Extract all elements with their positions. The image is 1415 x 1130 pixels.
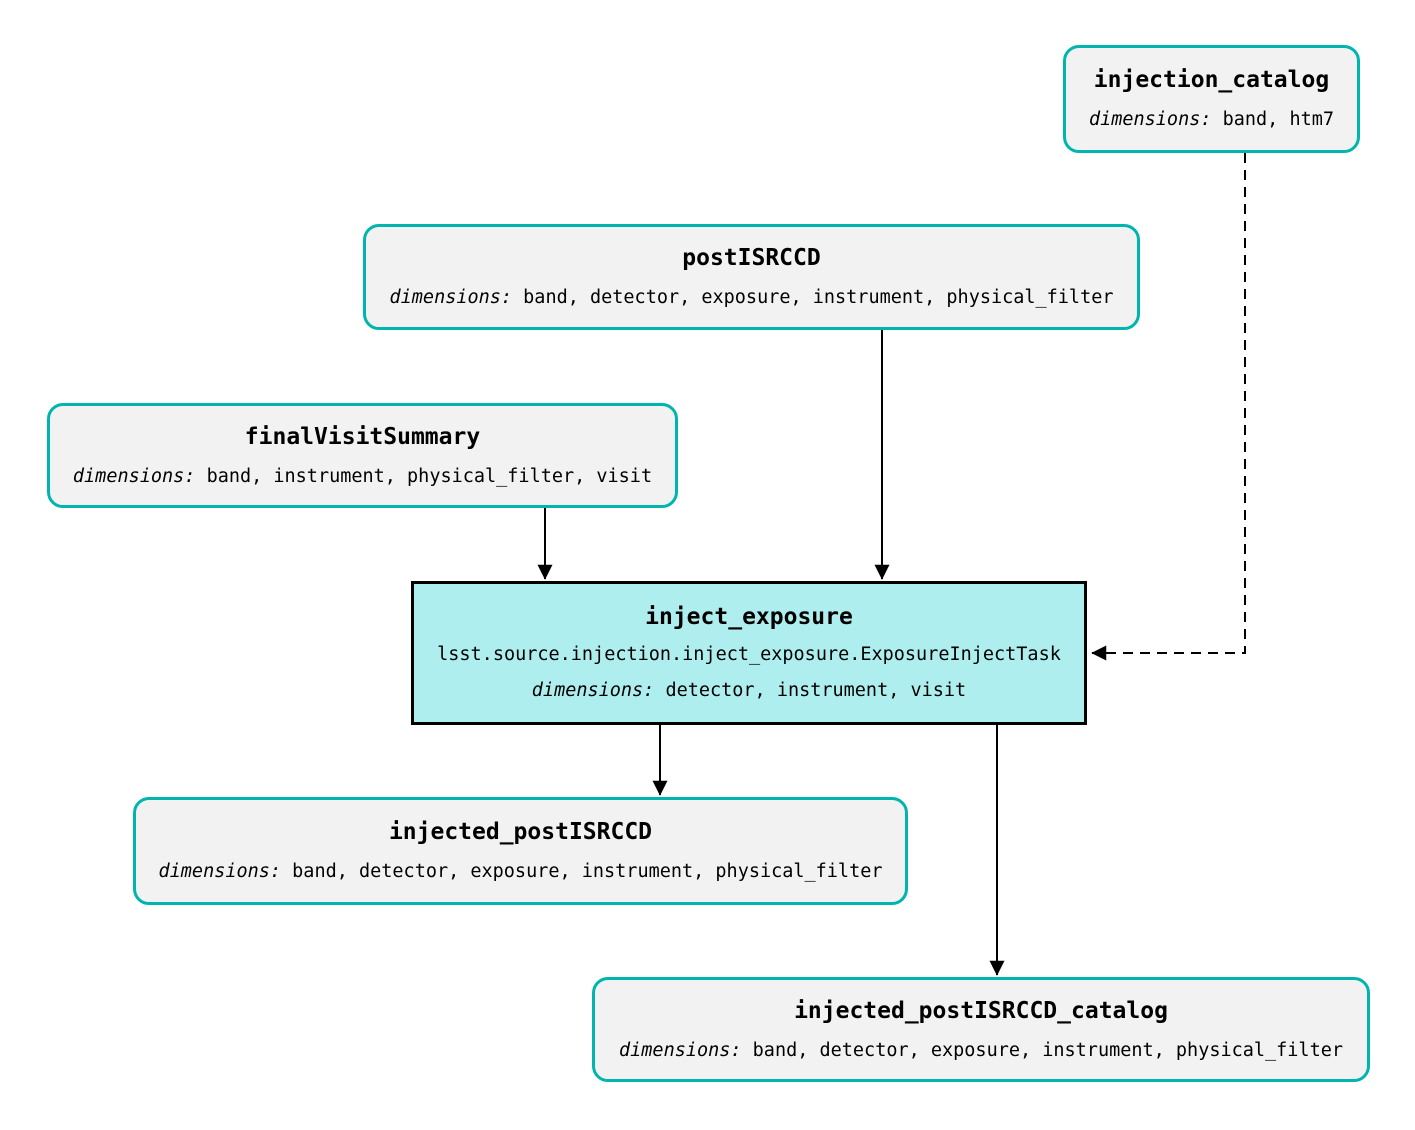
node-title: injection_catalog — [1093, 67, 1330, 93]
node-dimensions: dimensions: band, detector, exposure, ins… — [159, 860, 883, 884]
node-injected-postisrccd-catalog: injected_postISRCCD_catalog dimensions: b… — [592, 977, 1370, 1082]
dimensions-value: detector, instrument, visit — [665, 680, 967, 701]
node-dimensions: dimensions: band, detector, exposure, ins… — [619, 1039, 1343, 1063]
node-dimensions: dimensions: band, detector, exposure, ins… — [390, 286, 1114, 310]
dimensions-label: dimensions: — [158, 861, 282, 882]
node-title: finalVisitSummary — [244, 423, 481, 450]
dimensions-label: dimensions: — [72, 465, 196, 487]
node-title: inject_exposure — [645, 604, 853, 630]
dimensions-label: dimensions: — [1088, 109, 1212, 130]
node-finalvisitsummary: finalVisitSummary dimensions: band, instr… — [47, 403, 678, 508]
dimensions-value: band, htm7 — [1222, 109, 1335, 130]
dimensions-value: band, detector, exposure, instrument, ph… — [292, 861, 883, 882]
dimensions-label: dimensions: — [389, 287, 513, 308]
task-class: lsst.source.injection.inject_exposure.Ex… — [437, 644, 1061, 665]
node-injection-catalog: injection_catalog dimensions: band, htm7 — [1063, 45, 1360, 153]
node-dimensions: dimensions: band, instrument, physical_fi… — [73, 465, 652, 489]
node-title: postISRCCD — [682, 245, 821, 271]
node-postisrccd: postISRCCD dimensions: band, detector, ex… — [363, 224, 1140, 330]
node-title: injected_postISRCCD — [388, 819, 653, 845]
node-dimensions: dimensions: detector, instrument, visit — [532, 679, 966, 703]
dimensions-label: dimensions: — [619, 1039, 742, 1061]
dimensions-value: band, instrument, physical_filter, visit — [206, 465, 653, 487]
node-injected-postisrccd: injected_postISRCCD dimensions: band, det… — [133, 797, 908, 905]
node-inject-exposure: inject_exposure lsst.source.injection.in… — [411, 581, 1087, 725]
node-title: injected_postISRCCD_catalog — [794, 997, 1168, 1024]
node-dimensions: dimensions: band, htm7 — [1089, 108, 1334, 132]
dimensions-value: band, detector, exposure, instrument, ph… — [752, 1039, 1343, 1061]
dimensions-label: dimensions: — [531, 680, 655, 701]
dimensions-value: band, detector, exposure, instrument, ph… — [523, 287, 1114, 308]
